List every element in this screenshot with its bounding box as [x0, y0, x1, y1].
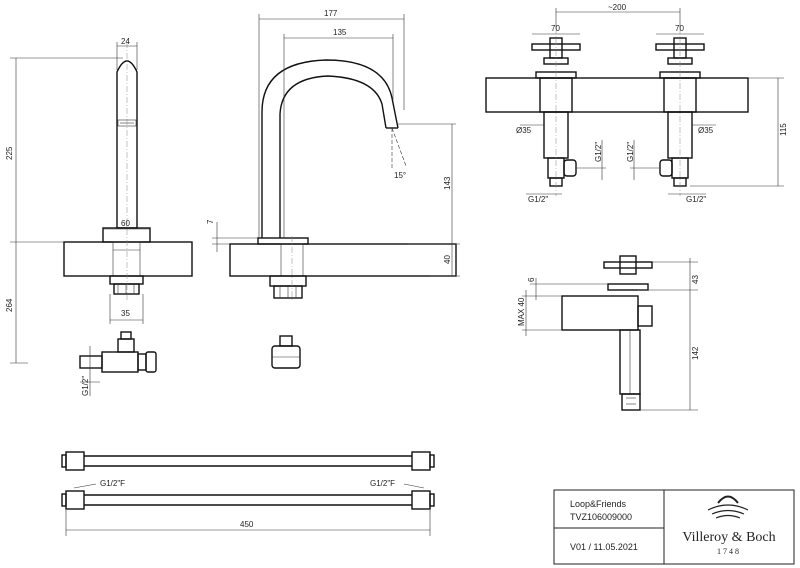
- dim-angle: 15°: [394, 171, 406, 180]
- dim-handle-spacing: ~200: [608, 3, 627, 12]
- connector-fitting: [271, 335, 301, 369]
- brand-logo: Villeroy & Boch 1748: [682, 495, 776, 556]
- brand-name: Villeroy & Boch: [682, 530, 775, 545]
- dim-handle-depth: 115: [779, 123, 788, 136]
- dim-conn-right-horizontal: G1/2": [686, 195, 706, 204]
- dim-reach: 177: [324, 9, 338, 18]
- dim-handle-left: 70: [551, 24, 560, 33]
- dim-spout-width: 24: [121, 37, 130, 46]
- version-date: V01 / 11.05.2021: [570, 542, 638, 552]
- right-handle: [655, 28, 705, 196]
- hose-conn-right: G1/2"F: [370, 479, 395, 488]
- dim-spout-height: 225: [5, 146, 14, 160]
- dim-conn-left-horizontal: G1/2": [528, 195, 548, 204]
- handles-section: ~200 70 70 Ø35 Ø35 G1/2" G1/2" G1/2" G1/…: [485, 3, 788, 204]
- handle-side-view: MAX 40 6 43 142: [517, 255, 700, 411]
- dim-side-handle-height: 43: [691, 275, 700, 284]
- dim-conn-right-vertical: G1/2": [626, 142, 635, 162]
- dim-below-deck: 264: [5, 298, 14, 312]
- dim-deck-gap: 7: [206, 219, 215, 224]
- side-view: 15° 177 135 143 40 7: [206, 9, 460, 369]
- dim-side-plate: 6: [527, 277, 536, 282]
- dim-connection-inlet: G1/2": [81, 376, 90, 396]
- dim-outlet-height: 143: [443, 176, 452, 190]
- hose-conn-left: G1/2"F: [100, 479, 125, 488]
- left-handle: [531, 28, 581, 196]
- dim-nut-right: Ø35: [698, 126, 714, 135]
- title-block: Loop&Friends TVZ106009000 V01 / 11.05.20…: [553, 489, 795, 565]
- angle-valve: G1/2": [79, 331, 157, 396]
- dim-nut-left: Ø35: [516, 126, 532, 135]
- hoses: G1/2"F G1/2"F 450: [61, 451, 435, 536]
- dim-handle-right: 70: [675, 24, 684, 33]
- dim-hose-length: 450: [240, 520, 254, 529]
- brand-year: 1748: [717, 547, 741, 556]
- dim-reach-inner: 135: [333, 28, 347, 37]
- dim-base-height: 40: [443, 255, 452, 264]
- front-view: 24 225 264 60 35 G1/2": [5, 37, 193, 396]
- dim-conn-left-vertical: G1/2": [594, 142, 603, 162]
- dim-base-width: 60: [121, 219, 130, 228]
- dim-side-depth: 142: [691, 346, 700, 360]
- dim-shank-width: 35: [121, 309, 130, 318]
- dim-max-deck: MAX 40: [517, 297, 526, 326]
- product-name: Loop&Friends: [570, 499, 627, 509]
- article-number: TVZ106009000: [570, 512, 632, 522]
